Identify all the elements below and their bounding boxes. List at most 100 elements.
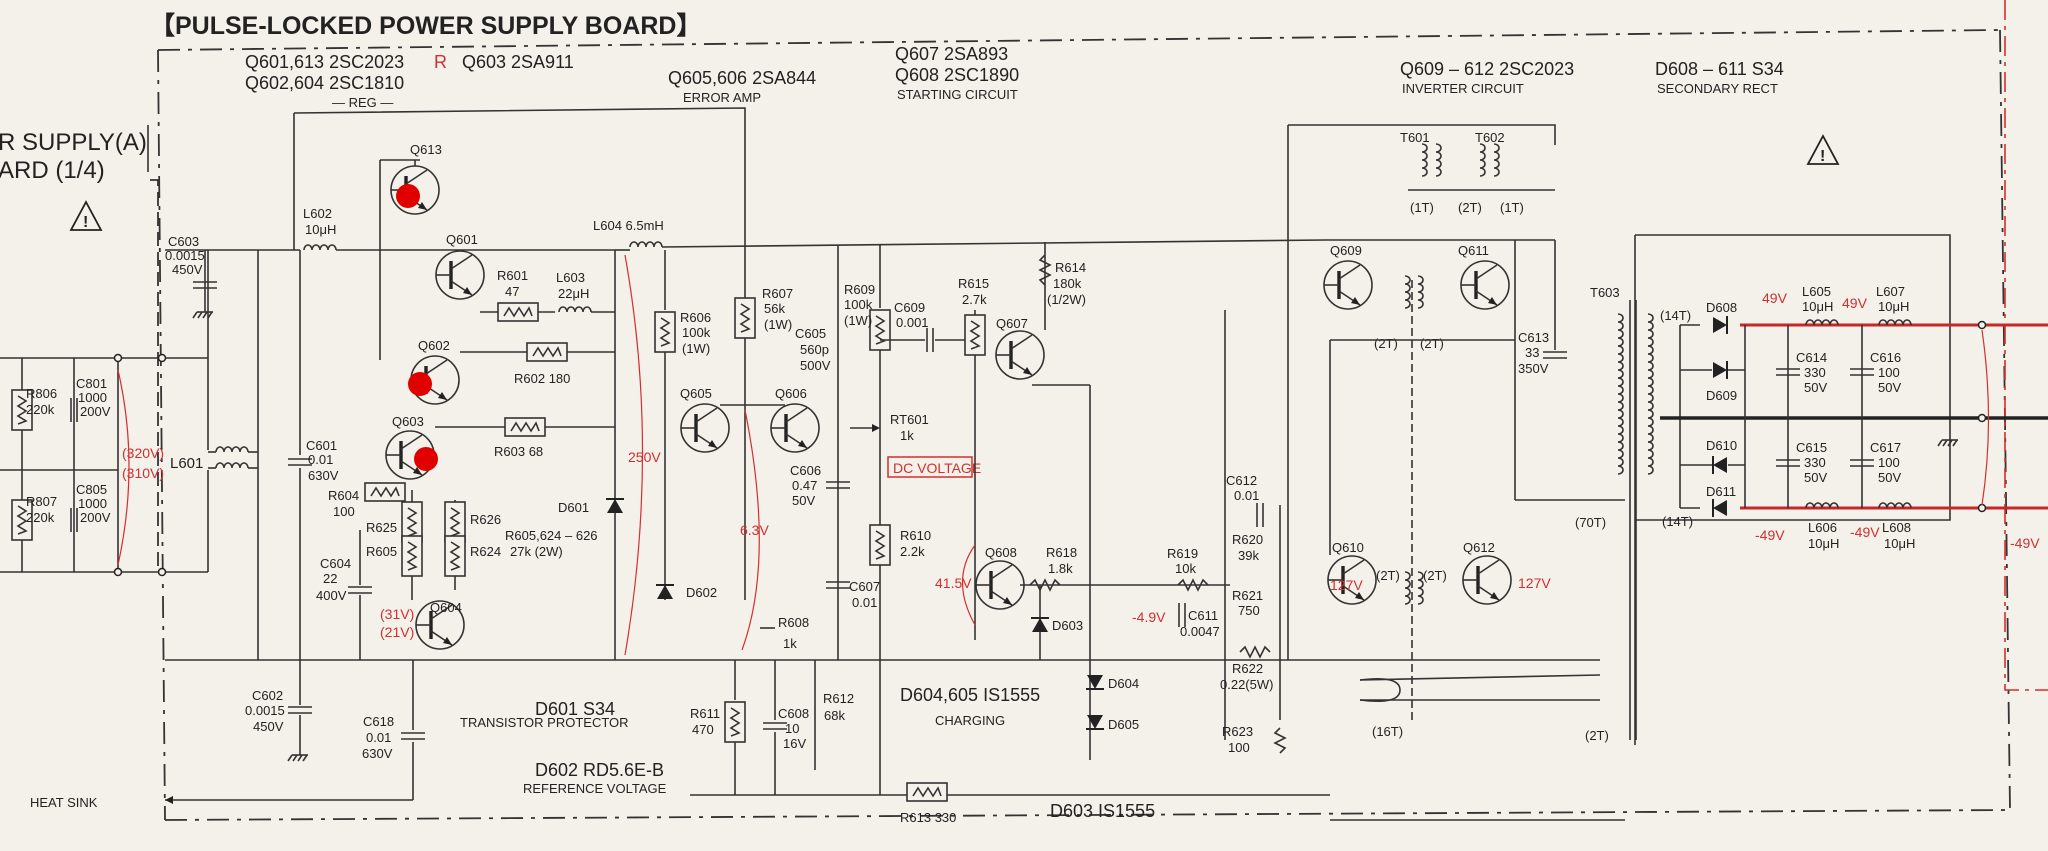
marker-q603 <box>414 447 438 471</box>
svg-text:!: ! <box>1820 148 1825 165</box>
secondary-section: T603 (70T) (14T) (14T) D608 D609 D610 D6… <box>1575 234 2048 745</box>
c618-rating: 630V <box>362 746 393 761</box>
c604-label: C604 <box>320 556 351 571</box>
r604-value: 100 <box>333 504 355 519</box>
c801-value: 1000 <box>78 390 107 405</box>
svg-text:Q613: Q613 <box>410 142 442 157</box>
c615-label: C615 <box>1796 440 1827 455</box>
header-q607: Q607 2SA893 <box>895 44 1008 64</box>
r618-label: R618 <box>1046 545 1077 560</box>
c612-value: 0.01 <box>1234 488 1259 503</box>
d609-label: D609 <box>1706 388 1737 403</box>
r807-value: 220k <box>26 510 55 525</box>
r601-label: R601 <box>497 268 528 283</box>
c603-value: 0.0015 <box>165 248 205 263</box>
turns-t602a: (1T) <box>1500 200 1524 215</box>
c608-rating: 16V <box>783 736 806 751</box>
r626-label: R626 <box>470 512 501 527</box>
r602-label: R602 180 <box>514 371 570 386</box>
svg-text:Q601: Q601 <box>446 232 478 247</box>
header-group: Q601,613 2SC2023 R Q603 2SA911 Q602,604 … <box>245 44 1784 110</box>
l604-label: L604 6.5mH <box>593 218 664 233</box>
c605-label: C605 <box>795 326 826 341</box>
c607-value: 0.01 <box>852 595 877 610</box>
svg-text:Q611: Q611 <box>1458 243 1489 258</box>
r613-label: R613 330 <box>900 810 956 825</box>
r609-label: R609 <box>844 282 875 297</box>
r619-label: R619 <box>1167 546 1198 561</box>
c605-value: 560p <box>800 342 829 357</box>
turns-14t-bottom: (14T) <box>1662 514 1693 529</box>
c603-label: C603 <box>168 234 199 249</box>
error-amp-section: L604 6.5mH 250V R606 100k (1W) D602 R607… <box>470 218 1330 825</box>
transistor-q612: Q612 <box>1461 540 1513 606</box>
r606-label: R606 <box>680 310 711 325</box>
voltage-minus-4-9v: -4.9V <box>1132 609 1166 625</box>
rt601-value: 1k <box>900 428 914 443</box>
svg-text:Q603: Q603 <box>392 414 424 429</box>
board-title: 【PULSE-LOCKED POWER SUPPLY BOARD】 <box>150 12 701 40</box>
r619-value: 10k <box>1175 561 1196 576</box>
r605-label: R605 <box>366 544 397 559</box>
note-d604-sub: CHARGING <box>935 713 1005 728</box>
c604-rating: 400V <box>316 588 347 603</box>
warning-icon: ! <box>69 200 103 231</box>
note-d602: D602 RD5.6E-B <box>535 760 664 780</box>
r611-label: R611 <box>690 706 720 721</box>
svg-text:Q609: Q609 <box>1330 243 1362 258</box>
c609-value: 0.001 <box>896 315 929 330</box>
transistor-q608: Q608 <box>974 545 1026 611</box>
l606-value: 10μH <box>1808 536 1839 551</box>
r612-label: R612 <box>823 691 854 706</box>
voltage-minus-49v-b: -49V <box>1850 524 1880 540</box>
r608-value: 1k <box>783 636 797 651</box>
r806-value: 220k <box>26 402 55 417</box>
r608-label: R608 <box>778 615 809 630</box>
c601-value: 0.01 <box>308 452 333 467</box>
voltage-49v-b: 49V <box>1842 295 1868 311</box>
c615-rating: 50V <box>1804 470 1827 485</box>
c616-rating: 50V <box>1878 380 1901 395</box>
rt601-label: RT601 <box>890 412 929 427</box>
r612-value: 68k <box>824 708 845 723</box>
note-d603: D603 IS1555 <box>1050 801 1155 821</box>
svg-text:Q605: Q605 <box>680 386 712 401</box>
r614-label: R614 <box>1055 260 1086 275</box>
r806-label: R806 <box>26 386 57 401</box>
header-q603: Q603 2SA911 <box>462 52 574 72</box>
dc-voltage-label: DC VOLTAGE <box>893 460 981 476</box>
note-d602-sub: REFERENCE VOLTAGE <box>523 781 667 796</box>
voltage-minus-49v-a: -49V <box>1755 527 1785 543</box>
note-d601-sub: TRANSISTOR PROTECTOR <box>460 715 629 730</box>
d611-label: D611 <box>1706 484 1736 499</box>
voltage-21v: (21V) <box>380 624 414 640</box>
c611-value: 0.0047 <box>1180 624 1220 639</box>
r615-value: 2.7k <box>962 292 987 307</box>
c602-label: C602 <box>252 688 283 703</box>
r624-label: R624 <box>470 544 501 559</box>
c613-label: C613 <box>1518 330 1549 345</box>
r623-label: R623 <box>1222 724 1253 739</box>
r622-value: 0.22(5W) <box>1220 677 1273 692</box>
transistor-q605: Q605 <box>679 386 731 454</box>
dc-voltage-box <box>887 456 973 478</box>
d608-label: D608 <box>1706 300 1737 315</box>
l608-label: L608 <box>1882 520 1911 535</box>
c617-label: C617 <box>1870 440 1901 455</box>
svg-text:Q610: Q610 <box>1332 540 1364 555</box>
turns-16t: (16T) <box>1372 724 1403 739</box>
turns-tc: (2T) <box>1376 568 1400 583</box>
transistor-q609: Q609 <box>1322 243 1374 311</box>
c616-value: 100 <box>1878 365 1900 380</box>
c618-value: 0.01 <box>366 730 391 745</box>
header-error-amp: ERROR AMP <box>683 90 761 105</box>
d601-label: D601 <box>558 500 589 515</box>
turns-14t-top: (14T) <box>1660 308 1691 323</box>
header-q605-606: Q605,606 2SA844 <box>668 68 816 88</box>
r621-label: R621 <box>1232 588 1263 603</box>
svg-text:Q606: Q606 <box>775 386 807 401</box>
header-q608: Q608 2SC1890 <box>895 65 1019 85</box>
r622-label: R622 <box>1232 661 1263 676</box>
voltage-41-5v: 41.5V <box>935 575 972 591</box>
